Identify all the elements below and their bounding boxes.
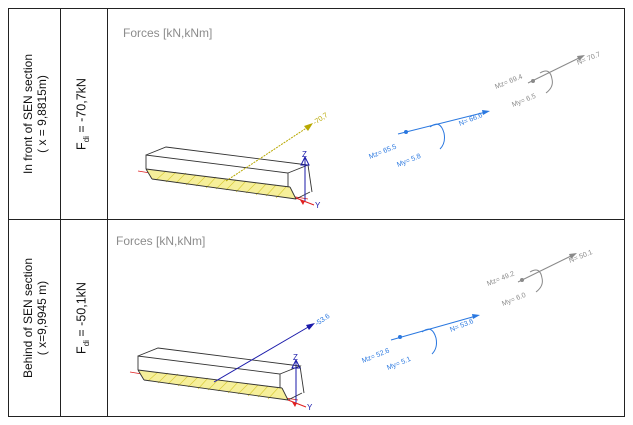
- blue-my-label: My= 5.8: [396, 153, 422, 169]
- force-diagram: Forces [kN,kNm]: [123, 26, 602, 210]
- axis-z-label: Z: [293, 353, 298, 362]
- gray-mz-label: Mz= 49.2: [486, 270, 516, 287]
- diagram-title: Forces [kN,kNm]: [123, 26, 212, 40]
- axis-z-label: Z: [302, 150, 307, 159]
- section-cell: In front of SEN section ( x = 9,8815m): [9, 9, 61, 219]
- section-label: In front of SEN section ( x = 9,8815m): [21, 54, 49, 174]
- beam: [137, 146, 313, 200]
- gray-force-vector: Mz= 49.2 My= 6.0 N= 50.1: [486, 249, 594, 308]
- section-title: Behind of SEN section: [20, 257, 35, 379]
- results-table: In front of SEN section ( x = 9,8815m) F…: [8, 8, 625, 417]
- force-label: Fdi = -70,7kN: [74, 78, 91, 150]
- table-row: In front of SEN section ( x = 9,8815m) F…: [9, 9, 624, 220]
- gray-my-label: My= 6.5: [511, 93, 537, 109]
- blue-force-vector: Mz= 52.6 My= 5.1 N= 53.6: [361, 314, 480, 372]
- blue-mz-label: Mz= 65.5: [368, 143, 398, 160]
- gray-mz-label: Mz= 69.4: [494, 73, 524, 90]
- force-label: Fdi = -50,1kN: [74, 282, 91, 354]
- section-position: ( x = 9,8815m): [34, 75, 49, 153]
- local-axes: Z Y: [287, 353, 313, 412]
- force-cell: Fdi = -70,7kN: [61, 9, 108, 219]
- beam: [129, 347, 305, 401]
- section-title: In front of SEN section: [20, 53, 35, 175]
- beam-force-label: -70,7: [312, 112, 329, 127]
- gray-my-label: My= 6.0: [501, 292, 527, 308]
- blue-force-vector: Mz= 65.5 My= 5.8 N= 66.6: [368, 110, 490, 169]
- blue-n-label: N= 66.6: [458, 112, 484, 128]
- beam-force-arrow: -53.6: [213, 313, 331, 383]
- force-cell: Fdi = -50,1kN: [61, 220, 108, 416]
- diagram-cell: Forces [kN,kNm]: [108, 9, 624, 219]
- blue-my-label: My= 5.1: [386, 356, 412, 372]
- gray-force-vector: Mz= 69.4 My= 6.5 N= 70.7: [494, 51, 602, 109]
- beam-force-label: -53.6: [314, 313, 331, 328]
- section-position: ( x=9,9945 m): [34, 280, 49, 356]
- gray-n-label: N= 50.1: [568, 249, 594, 265]
- diagram-title: Forces [kN,kNm]: [116, 234, 205, 248]
- table-row: Behind of SEN section ( x=9,9945 m) Fdi …: [9, 220, 624, 416]
- force-diagram: Forces [kN,kNm]: [116, 234, 594, 412]
- local-axes: Z Y: [295, 150, 321, 210]
- blue-mz-label: Mz= 52.6: [361, 347, 391, 364]
- section-label: Behind of SEN section ( x=9,9945 m): [21, 258, 49, 378]
- section-cell: Behind of SEN section ( x=9,9945 m): [9, 220, 61, 416]
- beam-force-arrow: -70,7: [225, 112, 329, 182]
- diagram-cell: Forces [kN,kNm]: [108, 220, 624, 416]
- axis-y-label: Y: [307, 403, 313, 412]
- axis-y-label: Y: [315, 201, 321, 210]
- gray-n-label: N= 70.7: [576, 51, 602, 67]
